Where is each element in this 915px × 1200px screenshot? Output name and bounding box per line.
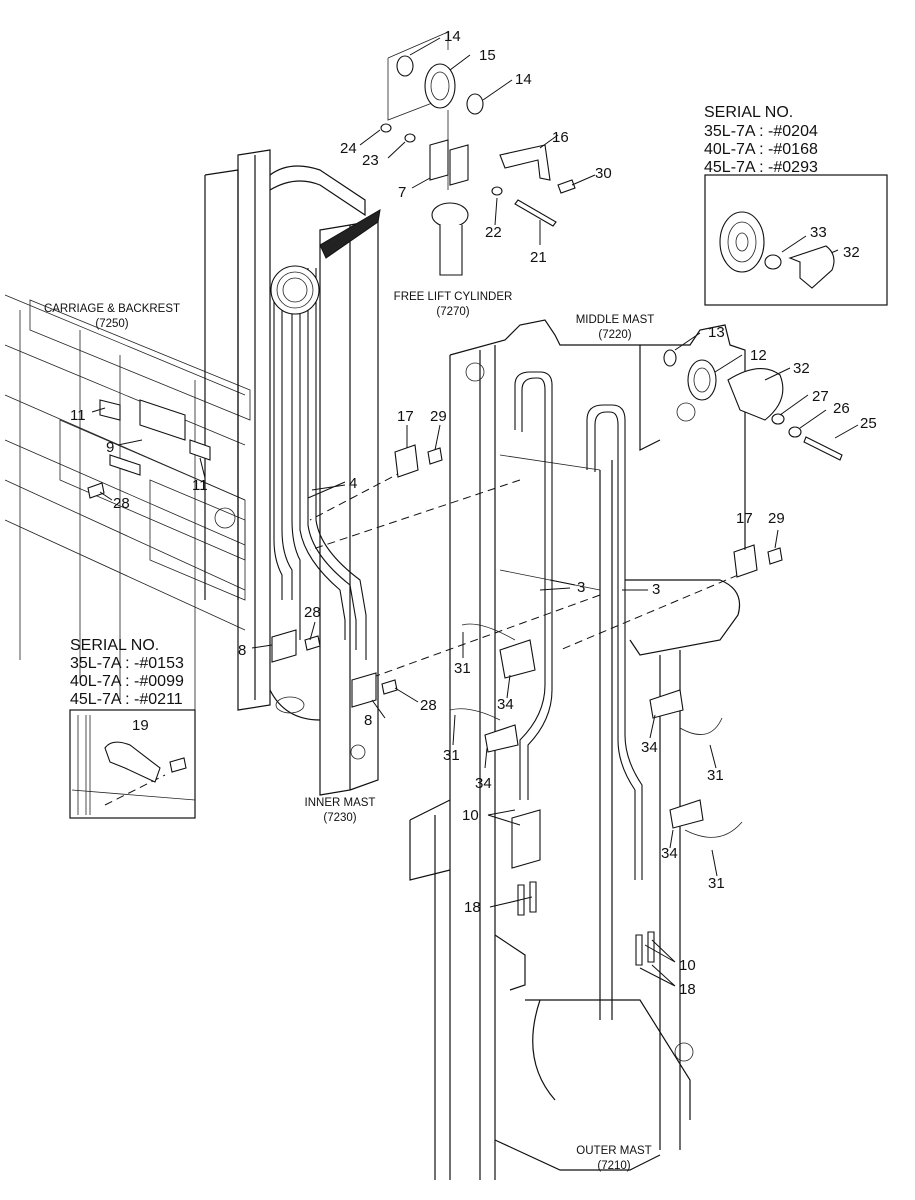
middle-mast-sheave-parts xyxy=(663,349,843,461)
serial-box-top: SERIAL NO. 35L-7A : -#0204 40L-7A : -#01… xyxy=(704,104,888,306)
callout-17: 17 xyxy=(736,510,753,527)
callout-18: 18 xyxy=(679,981,696,998)
middle-mast-hoses xyxy=(514,371,643,880)
bushing-detail xyxy=(764,254,782,270)
inner-mast-hoses xyxy=(270,209,381,660)
callout-18: 18 xyxy=(464,899,481,916)
callout-15: 15 xyxy=(479,47,496,64)
callout-31: 31 xyxy=(454,660,471,677)
bracket-detail xyxy=(788,245,835,289)
callout-25: 25 xyxy=(860,415,877,432)
assembly-labels: CARRIAGE & BACKREST (7250) FREE LIFT CYL… xyxy=(44,291,654,1172)
serial-line-45l-left: 45L-7A : -#0211 xyxy=(70,691,183,708)
callout-10: 10 xyxy=(679,957,696,974)
outer-mast-drawing xyxy=(409,799,694,1180)
callout-34: 34 xyxy=(497,696,514,713)
callout-9: 9 xyxy=(106,439,114,456)
callout-22: 22 xyxy=(485,224,502,241)
carriage-backrest-code: (7250) xyxy=(95,318,128,330)
leader-lines xyxy=(91,37,859,987)
callout-3: 3 xyxy=(577,579,585,596)
outer-mast-code: (7210) xyxy=(597,1160,630,1172)
serial-line-45l: 45L-7A : -#0293 xyxy=(704,159,818,176)
clamp-detail xyxy=(104,741,161,783)
callout-32: 32 xyxy=(843,244,860,261)
serial-line-40l-left: 40L-7A : -#0099 xyxy=(70,673,184,690)
callout-27: 27 xyxy=(812,388,829,405)
serial-box-top-heading: SERIAL NO. xyxy=(704,104,793,121)
callout-29: 29 xyxy=(430,408,447,425)
callout-3: 3 xyxy=(652,581,660,598)
serial-line-35l: 35L-7A : -#0204 xyxy=(704,123,818,140)
middle-mast-code: (7220) xyxy=(598,329,631,341)
callouts: 14 15 14 16 24 23 7 30 22 21 33 32 13 12… xyxy=(70,28,877,998)
sheave-top-parts xyxy=(380,31,576,276)
callout-4: 4 xyxy=(349,475,357,492)
inner-mast-label: INNER MAST xyxy=(305,797,376,809)
inner-mast-code: (7230) xyxy=(323,812,356,824)
free-lift-cylinder-label: FREE LIFT CYLINDER xyxy=(394,291,513,303)
valve-block xyxy=(87,399,211,499)
callout-34: 34 xyxy=(641,739,658,756)
callout-29: 29 xyxy=(768,510,785,527)
callout-16: 16 xyxy=(552,129,569,146)
callout-14: 14 xyxy=(444,28,461,45)
sheave-detail xyxy=(719,211,765,273)
middle-mast-label: MIDDLE MAST xyxy=(576,314,655,326)
callout-31: 31 xyxy=(707,767,724,784)
callout-11: 11 xyxy=(70,407,86,424)
callout-11: 11 xyxy=(192,477,208,494)
middle-mast-drawing xyxy=(449,319,746,1180)
serial-line-35l-left: 35L-7A : -#0153 xyxy=(70,655,184,672)
callout-21: 21 xyxy=(530,249,547,266)
callout-34: 34 xyxy=(661,845,678,862)
callout-32: 32 xyxy=(793,360,810,377)
serial-box-left: SERIAL NO. 35L-7A : -#0153 40L-7A : -#00… xyxy=(69,637,196,819)
callout-10: 10 xyxy=(462,807,479,824)
callout-12: 12 xyxy=(750,347,767,364)
callout-19: 19 xyxy=(132,717,149,734)
callout-28: 28 xyxy=(420,697,437,714)
free-lift-cylinder-code: (7270) xyxy=(436,306,469,318)
callout-24: 24 xyxy=(340,140,357,157)
callout-8: 8 xyxy=(364,712,372,729)
callout-13: 13 xyxy=(708,324,725,341)
callout-33: 33 xyxy=(810,224,827,241)
callout-17: 17 xyxy=(397,408,414,425)
callout-14: 14 xyxy=(515,71,532,88)
callout-8: 8 xyxy=(238,642,246,659)
callout-31: 31 xyxy=(443,747,460,764)
carriage-backrest-drawing xyxy=(4,294,251,720)
callout-23: 23 xyxy=(362,152,379,169)
callout-28: 28 xyxy=(304,604,321,621)
callout-7: 7 xyxy=(398,184,406,201)
serial-line-40l: 40L-7A : -#0168 xyxy=(704,141,818,158)
callout-28: 28 xyxy=(113,495,130,512)
callout-31: 31 xyxy=(708,875,725,892)
callout-30: 30 xyxy=(595,165,612,182)
carriage-backrest-label: CARRIAGE & BACKREST xyxy=(44,303,180,315)
outer-mast-label: OUTER MAST xyxy=(576,1145,651,1157)
small-parts xyxy=(271,444,783,966)
serial-box-left-heading: SERIAL NO. xyxy=(70,637,159,654)
callout-34: 34 xyxy=(475,775,492,792)
callout-26: 26 xyxy=(833,400,850,417)
